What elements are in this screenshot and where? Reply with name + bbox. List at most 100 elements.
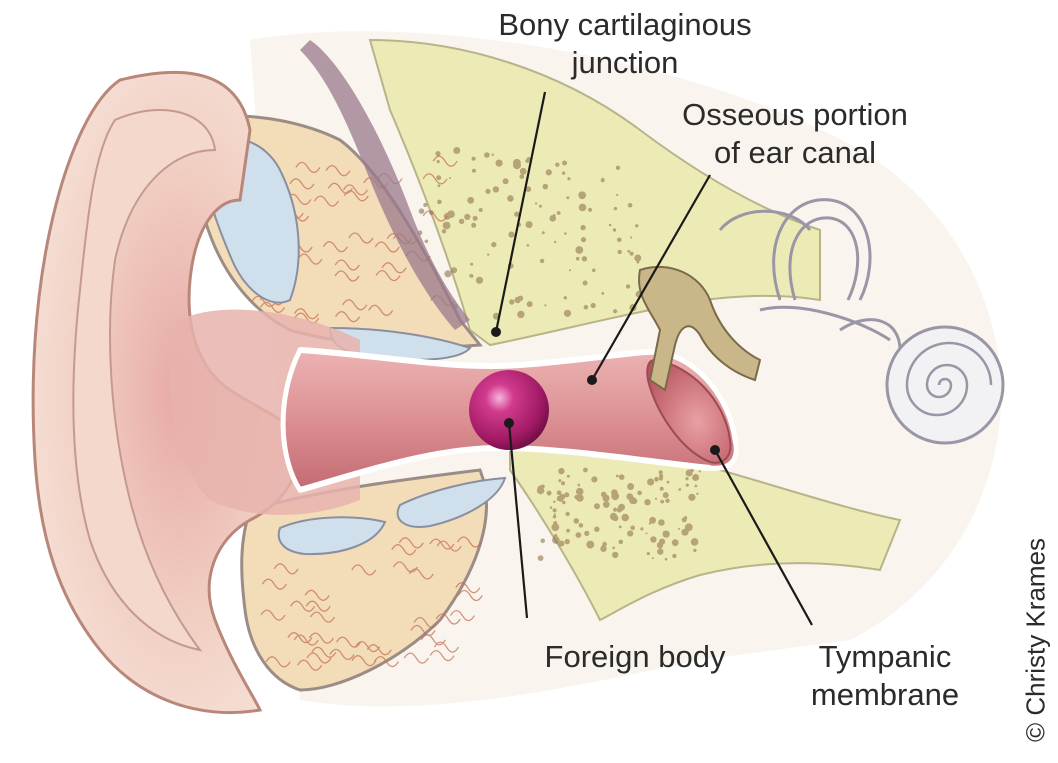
bone-dot [493, 186, 499, 192]
bone-dot [469, 274, 473, 278]
bone-dot [453, 147, 460, 154]
label-tympanic-membrane: Tympanic membrane [770, 638, 1000, 714]
bone-dot [496, 160, 503, 167]
bone-dot [602, 542, 607, 547]
bone-dot [693, 549, 696, 552]
bone-dot [659, 470, 663, 474]
bone-dot [583, 281, 588, 286]
bone-dot [637, 491, 642, 496]
bone-dot [660, 500, 664, 504]
bone-dot [558, 468, 564, 474]
bone-dot [492, 154, 494, 156]
bone-dot [647, 478, 654, 485]
copyright-credit: © Christy Krames [1021, 538, 1052, 742]
bone-dot [487, 253, 489, 255]
bone-dot [471, 223, 476, 228]
bone-dot [582, 256, 587, 261]
bone-dot [425, 240, 429, 244]
bone-dot [594, 527, 599, 532]
bone-dot [558, 479, 561, 482]
label-bony-cartilaginous-junction: Bony cartilaginous junction [465, 6, 785, 82]
bone-dot [646, 532, 648, 534]
bone-dot [552, 536, 560, 544]
bone-dot [601, 292, 604, 295]
bone-dot [538, 555, 544, 561]
bone-dot [592, 269, 596, 273]
bone-dot [539, 205, 542, 208]
bone-dot [564, 232, 567, 235]
bone-dot [583, 468, 588, 473]
bone-dot [635, 224, 638, 227]
bone-dot [472, 157, 476, 161]
bone-dot [561, 481, 565, 485]
bone-dot [437, 200, 442, 205]
bone-dot [621, 514, 629, 522]
bone-dot [678, 528, 680, 530]
bone-dot [628, 203, 633, 208]
bone-dot [527, 301, 533, 307]
label-foreign-body: Foreign body [510, 638, 760, 676]
bone-dot [660, 487, 664, 491]
bone-dot [578, 191, 586, 199]
bone-dot [630, 495, 633, 498]
bone-dot [541, 540, 543, 542]
bone-dot [616, 475, 619, 478]
bone-dot [553, 508, 557, 512]
bone-dot [514, 212, 519, 217]
bone-dot [640, 527, 643, 530]
bone-dot [614, 207, 617, 210]
bone-dot [619, 526, 622, 529]
bone-dot [663, 531, 670, 538]
bone-dot [553, 501, 555, 503]
bone-dot [672, 539, 679, 546]
bone-dot [691, 538, 699, 546]
bone-dot [576, 494, 584, 502]
bone-dot [613, 508, 617, 512]
bone-dot [576, 532, 582, 538]
bone-dot [437, 160, 440, 163]
bone-dot [581, 237, 586, 242]
bone-dot [619, 540, 624, 545]
bone-dot [451, 267, 457, 273]
bone-dot [517, 311, 524, 318]
bone-dot [444, 270, 451, 277]
bone-dot [554, 241, 556, 243]
bone-dot [678, 488, 681, 491]
bone-dot [515, 297, 521, 303]
bone-dot [551, 523, 559, 531]
bone-dot [485, 189, 490, 194]
bone-dot [603, 501, 610, 508]
bone-dot [609, 224, 612, 227]
bone-dot [659, 539, 665, 545]
bone-dot [484, 152, 490, 158]
bone-dot [546, 169, 552, 175]
bone-dot [652, 557, 654, 559]
bone-dot [575, 246, 583, 254]
bone-dot [617, 238, 622, 243]
bone-dot [449, 177, 451, 179]
bone-dot [619, 474, 625, 480]
bone-dot [550, 506, 553, 509]
label-osseous-portion: Osseous portion of ear canal [640, 96, 950, 172]
bone-dot [612, 552, 618, 558]
bone-dot [667, 481, 670, 484]
bone-dot [692, 474, 699, 481]
bone-dot [553, 214, 556, 217]
bone-dot [616, 166, 620, 170]
bone-dot [613, 309, 617, 313]
bone-dot [682, 517, 687, 522]
bone-dot [579, 523, 584, 528]
bone-dot [467, 197, 474, 204]
bone-dot [649, 522, 651, 524]
bone-dot [629, 497, 636, 504]
bone-dot [436, 175, 441, 180]
bone-dot [525, 159, 529, 163]
bone-dot [569, 269, 571, 271]
bone-dot [647, 552, 650, 555]
bone-dot [665, 499, 669, 503]
bone-dot [476, 277, 483, 284]
bone-dot [594, 503, 600, 509]
bone-dot [507, 195, 514, 202]
foreign-body-ball [469, 370, 549, 450]
bone-dot [562, 171, 565, 174]
